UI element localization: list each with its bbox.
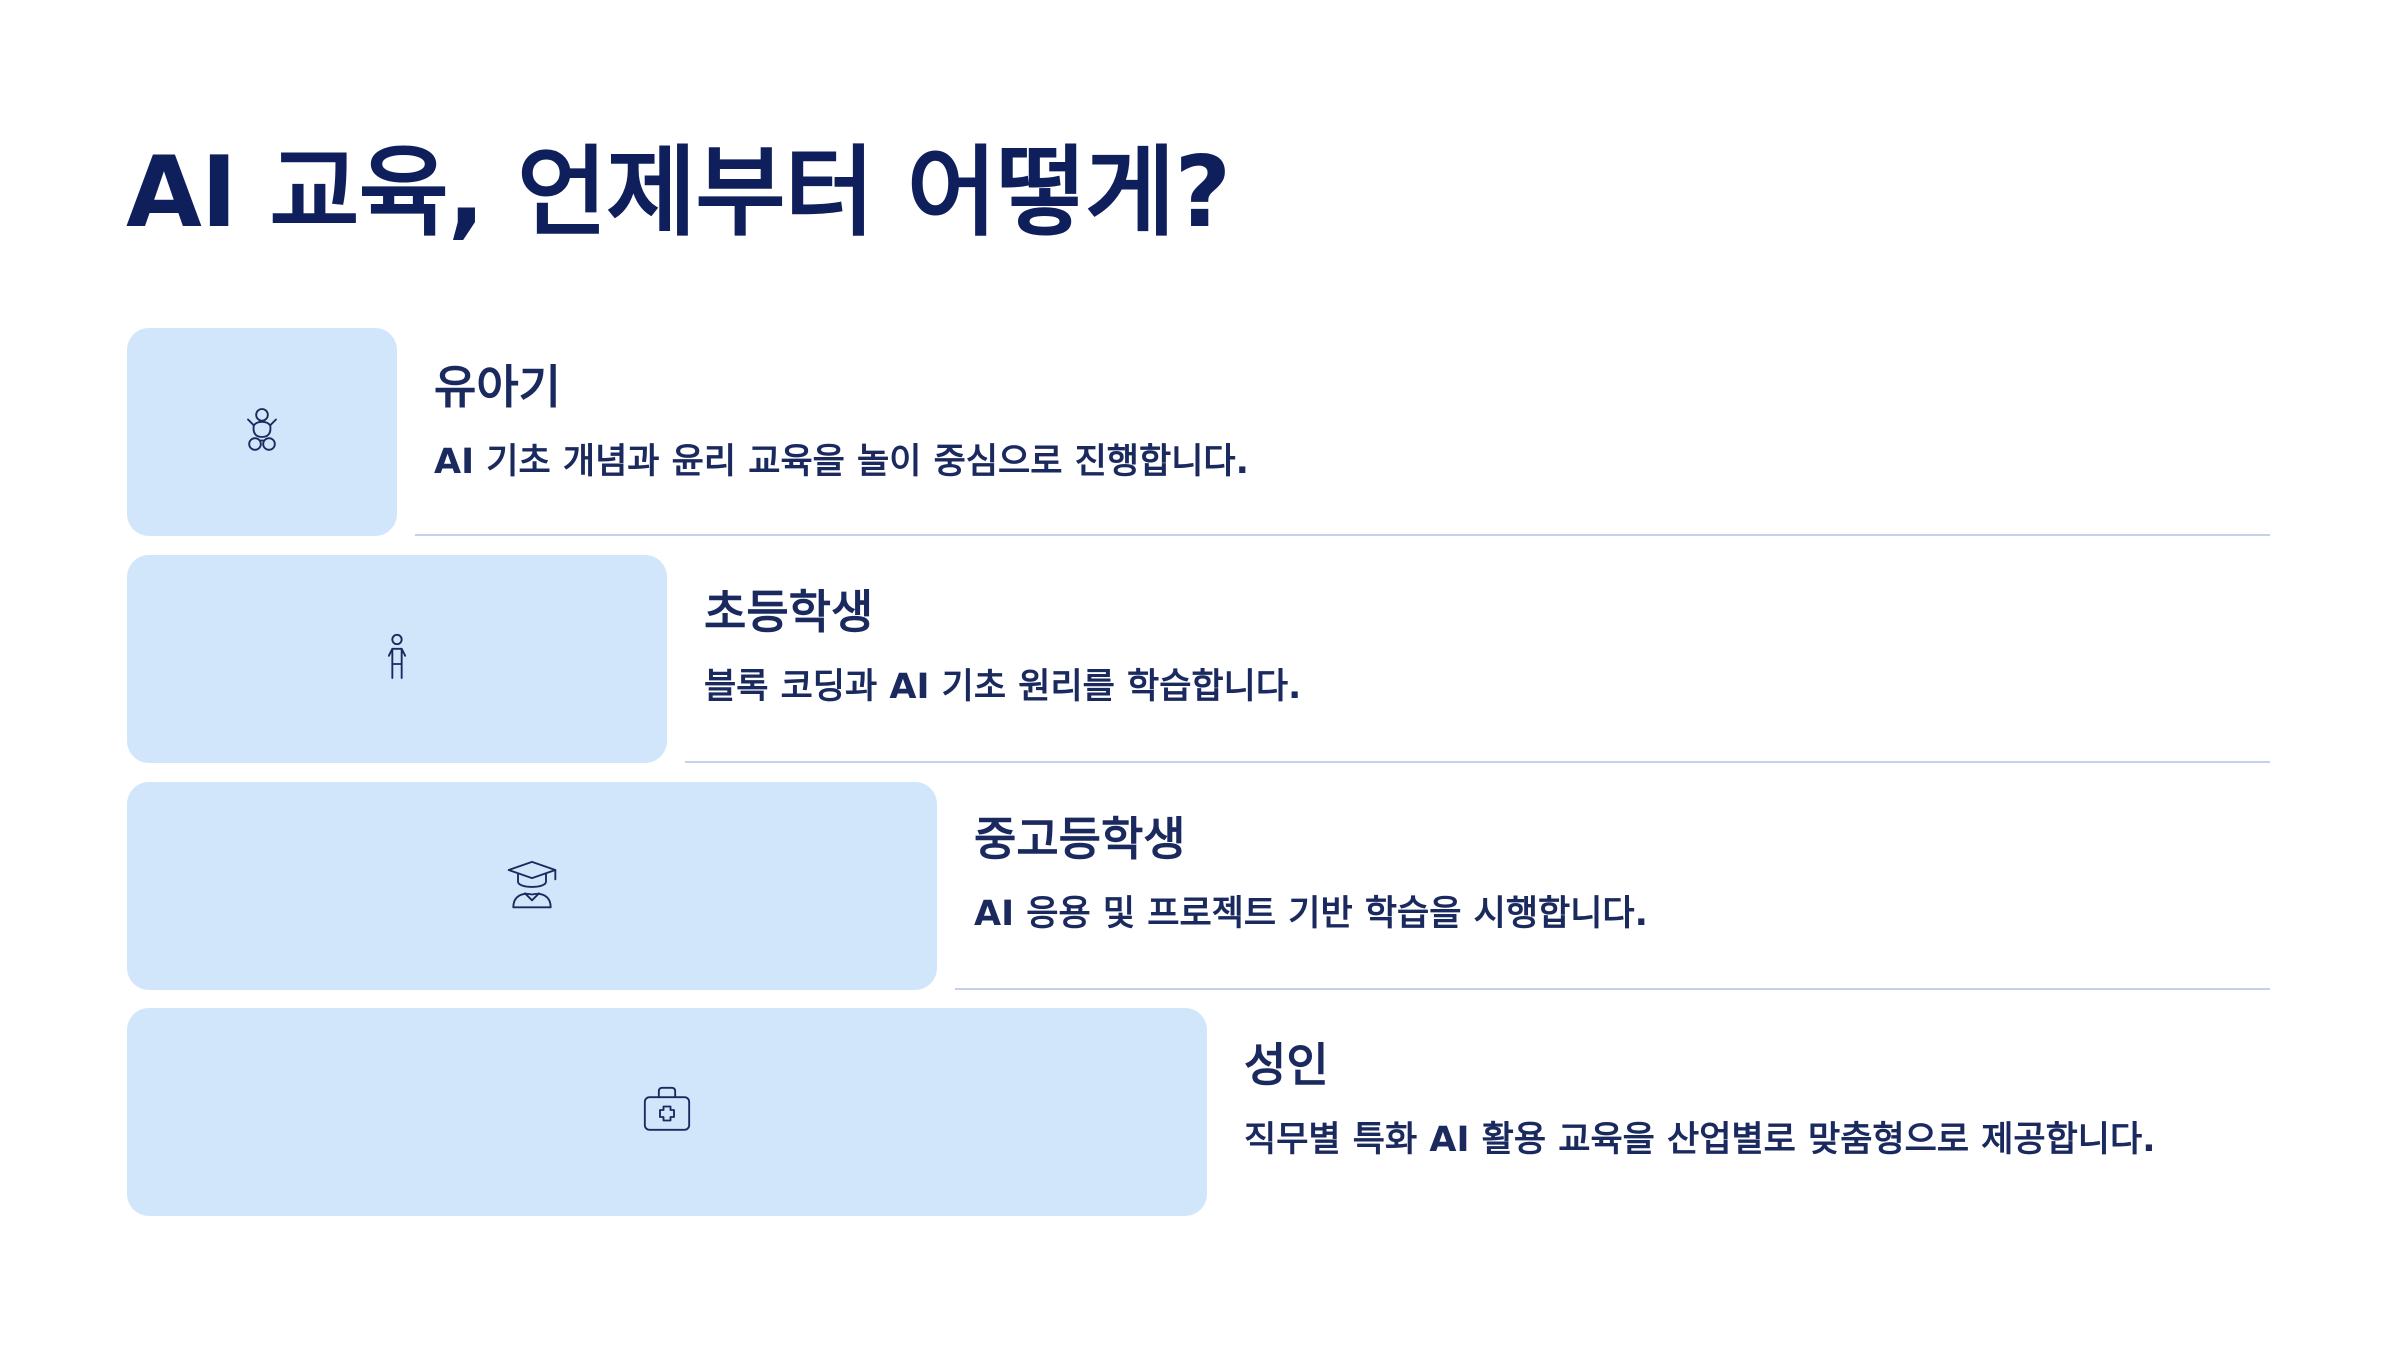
stage-text-elementary: 초등학생 블록 코딩과 AI 기초 원리를 학습합니다. bbox=[704, 585, 1301, 708]
graduate-icon bbox=[504, 856, 560, 916]
stage-box-secondary bbox=[127, 782, 937, 990]
divider bbox=[955, 988, 2270, 990]
divider bbox=[415, 534, 2270, 536]
child-icon bbox=[369, 629, 425, 689]
stage-description: 블록 코딩과 AI 기초 원리를 학습합니다. bbox=[704, 667, 1302, 708]
stage-description: AI 기초 개념과 윤리 교육을 놀이 중심으로 진행합니다. bbox=[434, 442, 1249, 483]
slide-title: AI 교육, 언제부터 어떻게? bbox=[126, 136, 1231, 250]
stage-heading: 초등학생 bbox=[704, 585, 874, 639]
stage-text-secondary: 중고등학생 AI 응용 및 프로젝트 기반 학습을 시행합니다. bbox=[974, 812, 1648, 935]
briefcase-medical-icon bbox=[639, 1082, 695, 1142]
stage-box-elementary bbox=[127, 555, 667, 763]
stage-heading: 성인 bbox=[1244, 1038, 1329, 1092]
stage-box-infant bbox=[127, 328, 397, 536]
stage-box-adult bbox=[127, 1008, 1207, 1216]
stage-heading: 유아기 bbox=[434, 360, 561, 414]
stage-text-adult: 성인 직무별 특화 AI 활용 교육을 산업별로 맞춤형으로 제공합니다. bbox=[1244, 1038, 2156, 1161]
stage-text-infant: 유아기 AI 기초 개념과 윤리 교육을 놀이 중심으로 진행합니다. bbox=[434, 360, 1249, 483]
stage-description: 직무별 특화 AI 활용 교육을 산업별로 맞춤형으로 제공합니다. bbox=[1244, 1120, 2156, 1161]
stage-description: AI 응용 및 프로젝트 기반 학습을 시행합니다. bbox=[974, 894, 1648, 935]
stage-heading: 중고등학생 bbox=[974, 812, 1186, 866]
divider bbox=[685, 761, 2270, 763]
baby-icon bbox=[234, 402, 290, 462]
